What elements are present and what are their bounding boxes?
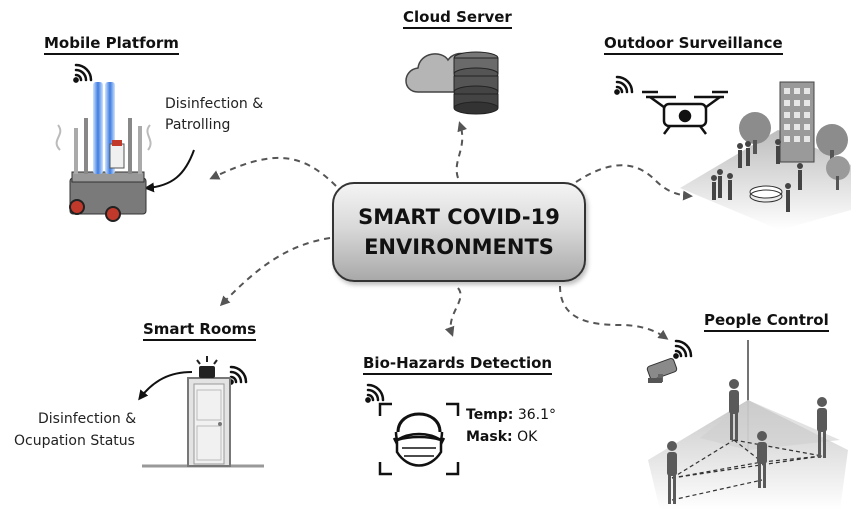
arrow-to-mobile-platform — [209, 156, 337, 187]
smart-rooms-desc-line2: Ocupation Status — [14, 433, 135, 449]
center-title-line2: ENVIRONMENTS — [364, 235, 554, 259]
temperature-label: Temp: — [466, 407, 514, 423]
connector-arrows — [209, 121, 693, 340]
outdoor-surveillance-title: Outdoor Surveillance — [604, 34, 783, 55]
central-hub: SMART COVID-19 ENVIRONMENTS — [332, 182, 586, 282]
temperature-value: 36.1° — [517, 407, 557, 423]
server-icon — [453, 51, 499, 115]
center-title-line1: SMART COVID-19 — [358, 205, 560, 229]
rooms-desc-arrow — [138, 371, 193, 401]
face-mask-icon — [378, 402, 460, 476]
drone-icon — [642, 90, 728, 135]
building-icon — [680, 81, 851, 230]
robot-icon — [55, 82, 152, 222]
mask-label: Mask: — [466, 429, 513, 445]
smart-rooms-desc-line1: Disinfection & — [38, 411, 137, 427]
arrow-to-bio-hazards — [444, 287, 462, 337]
smart-rooms-title: Smart Rooms — [143, 320, 257, 341]
alarm-light-icon — [196, 356, 218, 378]
arrow-to-cloud-server — [455, 121, 467, 179]
people-icon — [648, 340, 848, 510]
security-camera-icon — [646, 357, 678, 383]
people-control-title: People Control — [704, 311, 829, 332]
mobile-platform-desc-line2: Patrolling — [165, 117, 231, 133]
mobile-desc-arrow — [144, 149, 195, 193]
arrow-to-smart-rooms — [219, 237, 331, 307]
mask-value: OK — [517, 429, 538, 445]
arrow-to-people-control — [559, 285, 669, 340]
door-icon — [142, 377, 264, 468]
temperature-reading: Temp: 36.1° — [466, 404, 556, 426]
mask-reading: Mask: OK — [466, 426, 537, 448]
wifi-icon — [73, 63, 693, 403]
cloud-server-title: Cloud Server — [403, 8, 512, 29]
mobile-platform-title: Mobile Platform — [44, 34, 179, 55]
bio-hazards-title: Bio-Hazards Detection — [363, 354, 553, 375]
arrow-to-outdoor — [575, 164, 693, 201]
mobile-platform-desc-line1: Disinfection & — [165, 96, 264, 112]
